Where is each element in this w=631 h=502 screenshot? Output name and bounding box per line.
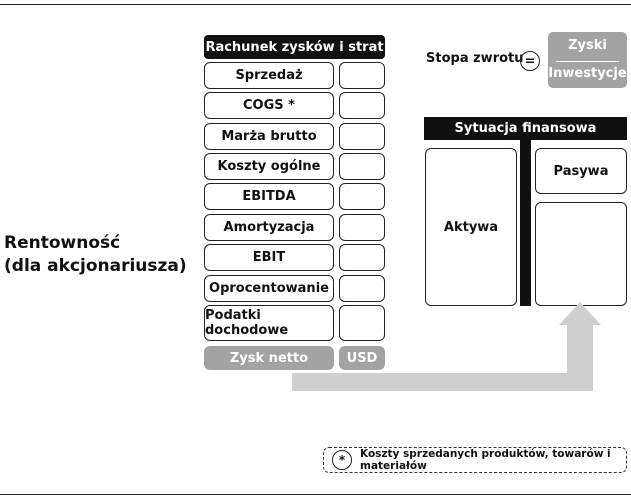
footnote-text: Koszty sprzedanych produktów, towarów i … — [360, 448, 611, 472]
equity-line-1: Kapitał — [554, 239, 608, 254]
fraction-line — [556, 61, 619, 62]
return-on-equity-arrow — [292, 302, 601, 391]
heading-line-1: Rentowność — [4, 233, 121, 253]
financial-position-divider — [520, 140, 531, 306]
value-box-ebit — [339, 244, 385, 271]
financial-position-title: Sytuacja finansowa — [424, 117, 627, 140]
return-fraction: Zyski Inwestycje — [548, 32, 627, 88]
return-formula-label: Stopa zwrotu — [426, 51, 524, 66]
row-income-tax: Podatki dochodowe — [204, 305, 334, 341]
row-ebit: EBIT — [204, 244, 334, 271]
assets-box: Aktywa — [425, 148, 517, 306]
row-gross-margin: Marża brutto — [204, 123, 334, 150]
arrow-label: Stopa zwrotu z zainwestowanego kapitału — [294, 396, 546, 408]
value-box-cogs — [339, 92, 385, 119]
heading-line-2: (dla akcjonariusza) — [4, 256, 187, 276]
bottom-divider — [0, 494, 631, 495]
row-overhead: Koszty ogólne — [204, 153, 334, 180]
liabilities-box: Pasywa — [535, 148, 627, 194]
value-box-overhead — [339, 153, 385, 180]
profitability-heading: Rentowność (dla akcjonariusza) — [4, 232, 194, 278]
value-box-interest — [339, 275, 385, 302]
row-net-profit: Zysk netto — [204, 346, 334, 370]
value-box-sales — [339, 62, 385, 89]
currency-box: USD — [339, 346, 385, 370]
row-ebitda: EBITDA — [204, 183, 334, 210]
row-sales: Sprzedaż — [204, 62, 334, 89]
cogs-footnote: * Koszty sprzedanych produktów, towarów … — [323, 447, 627, 473]
equals-icon: = — [520, 51, 540, 71]
asterisk-icon: * — [332, 450, 352, 470]
value-box-gross-margin — [339, 123, 385, 150]
row-cogs: COGS * — [204, 92, 334, 119]
value-box-ebitda — [339, 183, 385, 210]
value-box-depreciation — [339, 214, 385, 241]
row-interest: Oprocentowanie — [204, 275, 334, 302]
fraction-numerator: Zyski — [568, 38, 607, 53]
row-depreciation: Amortyzacja — [204, 214, 334, 241]
equity-box: Kapitał własny — [535, 202, 627, 306]
value-box-income-tax — [339, 305, 385, 341]
top-divider — [0, 4, 631, 5]
equity-line-2: własny — [555, 254, 607, 269]
fraction-denominator: Inwestycje — [548, 66, 627, 81]
income-statement-title: Rachunek zysków i strat — [204, 35, 385, 59]
